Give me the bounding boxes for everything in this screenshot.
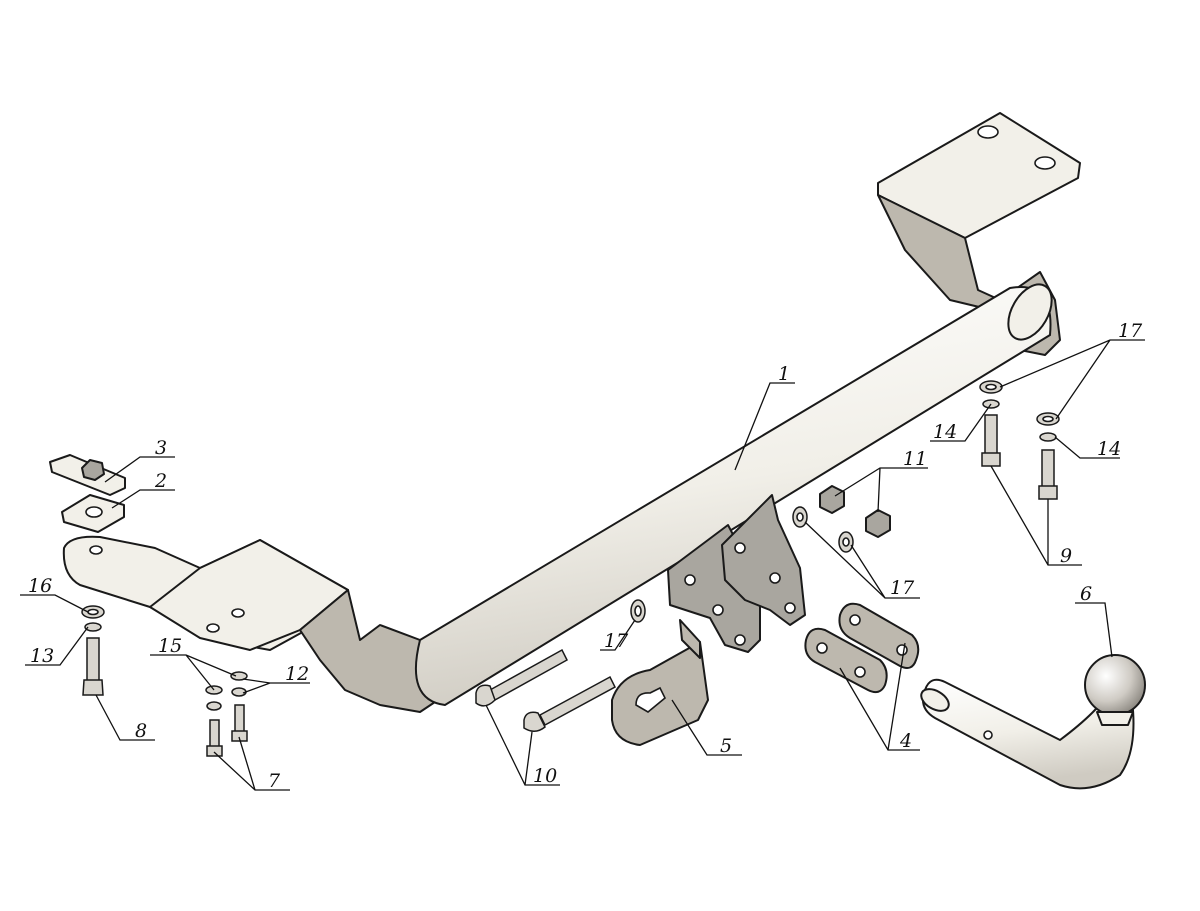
- callout-8: 8: [135, 720, 147, 742]
- callout-6: 6: [1080, 583, 1092, 605]
- callout-17-low: 17: [604, 630, 629, 652]
- callout-14-right: 14: [1097, 438, 1121, 460]
- leader-lines: [20, 339, 1145, 791]
- callout-7: 7: [268, 770, 281, 792]
- callout-1: 1: [778, 363, 790, 385]
- callout-17-top: 17: [1118, 320, 1143, 342]
- callout-15: 15: [158, 635, 182, 657]
- callout-2: 2: [154, 470, 167, 492]
- callout-17-mid: 17: [890, 577, 915, 599]
- callout-3: 3: [155, 437, 167, 459]
- callout-5: 5: [720, 735, 732, 757]
- callout-13: 13: [30, 645, 54, 667]
- callout-10: 10: [533, 765, 557, 787]
- side-plates-part-4: [804, 602, 920, 694]
- callout-16: 16: [28, 575, 52, 597]
- nut-plate-part-3: [49, 454, 126, 496]
- plate-part-2: [61, 494, 125, 533]
- callout-14-left: 14: [933, 421, 957, 443]
- hardware-group: [81, 380, 1060, 757]
- crossbar-part-1: [62, 112, 1081, 713]
- callout-labels: 1 2 3 4 5 6 7 8 9 10 11 12 13 14 14 15 1…: [28, 320, 1143, 792]
- tow-ball-part-6: [920, 654, 1146, 790]
- callout-11: 11: [903, 448, 927, 470]
- callout-9: 9: [1060, 545, 1072, 567]
- callout-4: 4: [899, 730, 912, 752]
- callout-12: 12: [285, 663, 309, 685]
